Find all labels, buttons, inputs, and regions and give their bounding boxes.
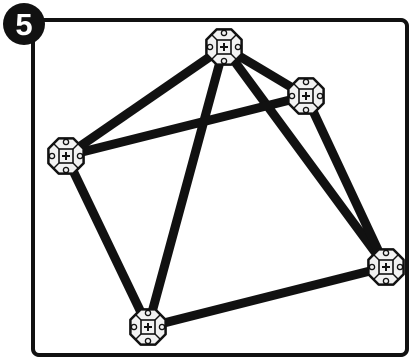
hub-connector-upper-right-icon xyxy=(288,78,323,113)
step-badge: 5 xyxy=(3,3,45,45)
hub-connector-top-icon xyxy=(206,29,241,64)
hub-connector-left-icon xyxy=(48,138,83,173)
step-number: 5 xyxy=(15,7,32,42)
hub-connector-bottom-icon xyxy=(130,309,165,344)
rod-bottom-to-right xyxy=(148,267,386,327)
rod-left-to-bottom xyxy=(66,156,148,327)
rods-layer xyxy=(66,47,386,327)
hub-connector-right-icon xyxy=(368,249,403,284)
